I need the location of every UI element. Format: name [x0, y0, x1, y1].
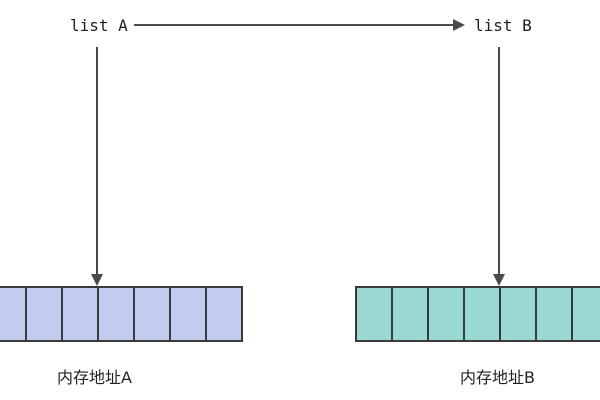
arrow-list-b-to-memory-b: [493, 47, 505, 286]
arrow-list-a-to-list-b: [134, 19, 465, 31]
memory-block-b: [355, 286, 600, 342]
memory-b-cell-1: [355, 286, 393, 342]
memory-b-cell-2: [391, 286, 429, 342]
memory-a-cell-1: [0, 286, 27, 342]
memory-a-cell-2: [25, 286, 63, 342]
list-a-label: list A: [70, 16, 128, 35]
memory-b-cell-3: [427, 286, 465, 342]
memory-address-b-label: 内存地址B: [460, 368, 535, 387]
memory-b-cell-4: [463, 286, 501, 342]
memory-address-a-label: 内存地址A: [57, 368, 132, 387]
memory-a-cell-3: [61, 286, 99, 342]
list-b-label: list B: [474, 16, 532, 35]
memory-a-cell-5: [133, 286, 171, 342]
memory-a-cell-7: [205, 286, 243, 342]
memory-b-cell-6: [535, 286, 573, 342]
memory-b-cell-7: [571, 286, 600, 342]
memory-a-cell-6: [169, 286, 207, 342]
arrow-list-a-to-memory-a: [91, 47, 103, 286]
memory-block-a: [0, 286, 243, 342]
memory-b-cell-5: [499, 286, 537, 342]
memory-a-cell-4: [97, 286, 135, 342]
